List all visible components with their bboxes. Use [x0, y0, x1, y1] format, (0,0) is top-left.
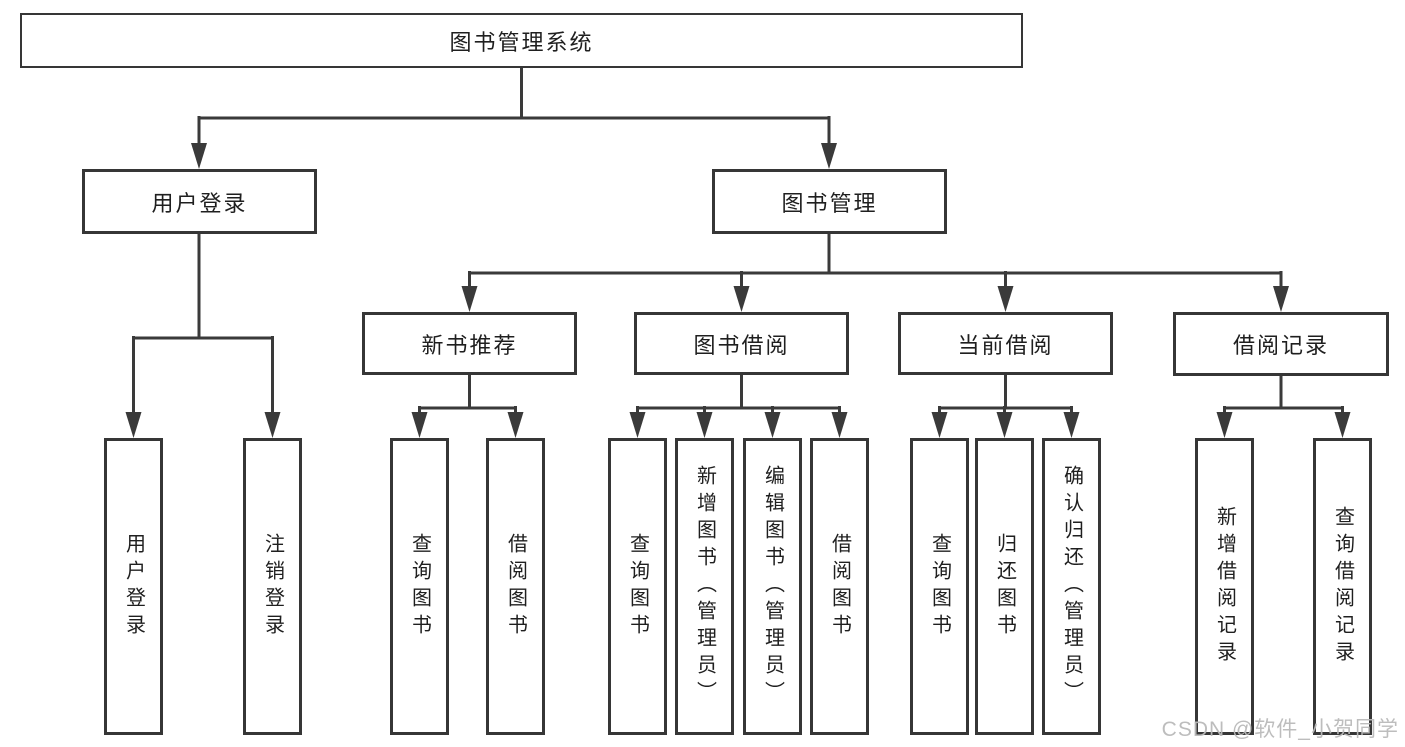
arrowhead-icon — [931, 412, 948, 438]
leaf-borrow-edit-admin: 编辑图书（管理员） — [743, 438, 802, 735]
arrowhead-icon — [831, 412, 848, 438]
node-user-login-label: 用户登录 — [151, 190, 248, 216]
node-book-mgmt-label: 图书管理 — [781, 190, 878, 216]
node-new-books: 新书推荐 — [362, 312, 577, 375]
node-user-login: 用户登录 — [82, 169, 317, 234]
leaf-logout: 注销登录 — [243, 438, 302, 735]
leaf-borrow-add-admin: 新增图书（管理员） — [675, 438, 734, 735]
node-book-mgmt: 图书管理 — [712, 169, 947, 234]
leaf-record-add-label: 新增借阅记录 — [1213, 505, 1236, 668]
leaf-current-return: 归还图书 — [975, 438, 1034, 735]
arrowhead-icon — [1334, 412, 1351, 438]
leaf-borrow-query: 查询图书 — [608, 438, 667, 735]
node-new-books-label: 新书推荐 — [421, 332, 518, 358]
leaf-current-confirm-admin: 确认归还（管理员） — [1042, 438, 1101, 735]
arrowhead-icon — [821, 143, 837, 169]
arrowhead-icon — [125, 412, 142, 438]
leaf-current-query-label: 查询图书 — [928, 532, 951, 641]
leaf-logout-label: 注销登录 — [261, 532, 284, 641]
leaf-borrow-edit-admin-label: 编辑图书（管理员） — [761, 465, 784, 708]
leaf-record-query-label: 查询借阅记录 — [1331, 505, 1354, 668]
arrowhead-icon — [1273, 286, 1289, 312]
leaf-current-query: 查询图书 — [910, 438, 969, 735]
node-book-borrow: 图书借阅 — [634, 312, 849, 375]
connector-root-to-level2 — [191, 66, 837, 169]
arrowhead-icon — [264, 412, 281, 438]
node-borrow-records: 借阅记录 — [1173, 312, 1389, 376]
arrowhead-icon — [411, 412, 428, 438]
node-book-borrow-label: 图书借阅 — [693, 332, 790, 358]
leaf-user-login-label: 用户登录 — [122, 532, 145, 641]
arrowhead-icon — [1216, 412, 1233, 438]
leaf-new-books-borrow: 借阅图书 — [486, 438, 545, 735]
leaf-borrow-book-label: 借阅图书 — [828, 532, 851, 641]
leaf-borrow-query-label: 查询图书 — [626, 532, 649, 641]
arrowhead-icon — [507, 412, 524, 438]
leaf-current-return-label: 归还图书 — [993, 532, 1016, 641]
arrowhead-icon — [764, 412, 781, 438]
leaf-borrow-book: 借阅图书 — [810, 438, 869, 735]
connector-borrow-records-to-leaves — [1216, 375, 1351, 438]
arrowhead-icon — [1063, 412, 1080, 438]
leaf-current-confirm-admin-label: 确认归还（管理员） — [1060, 465, 1083, 708]
watermark: CSDN @软件_小贺同学 — [1161, 718, 1399, 741]
connector-user-login-to-leaves — [125, 234, 281, 438]
node-current-borrow: 当前借阅 — [898, 312, 1113, 375]
node-root: 图书管理系统 — [20, 13, 1023, 68]
leaf-record-query: 查询借阅记录 — [1313, 438, 1372, 735]
leaf-borrow-add-admin-label: 新增图书（管理员） — [693, 465, 716, 708]
arrowhead-icon — [996, 412, 1013, 438]
node-root-label: 图书管理系统 — [449, 29, 594, 55]
node-borrow-records-label: 借阅记录 — [1232, 333, 1329, 358]
node-current-borrow-label: 当前借阅 — [957, 332, 1054, 358]
connector-current-borrow-to-leaves — [931, 375, 1080, 438]
arrowhead-icon — [461, 286, 478, 312]
arrowhead-icon — [629, 412, 646, 438]
leaf-new-books-query: 查询图书 — [390, 438, 449, 735]
arrowhead-icon — [733, 286, 750, 312]
connector-book-borrow-to-leaves — [629, 375, 848, 438]
arrowhead-icon — [997, 286, 1014, 312]
connector-book-mgmt-to-level3 — [461, 233, 1289, 312]
arrowhead-icon — [191, 143, 207, 169]
connector-new-books-to-leaves — [411, 375, 524, 438]
leaf-record-add: 新增借阅记录 — [1195, 438, 1254, 735]
leaf-user-login: 用户登录 — [104, 438, 163, 735]
arrowhead-icon — [696, 412, 713, 438]
leaf-new-books-borrow-label: 借阅图书 — [504, 532, 527, 641]
leaf-new-books-query-label: 查询图书 — [408, 532, 431, 641]
